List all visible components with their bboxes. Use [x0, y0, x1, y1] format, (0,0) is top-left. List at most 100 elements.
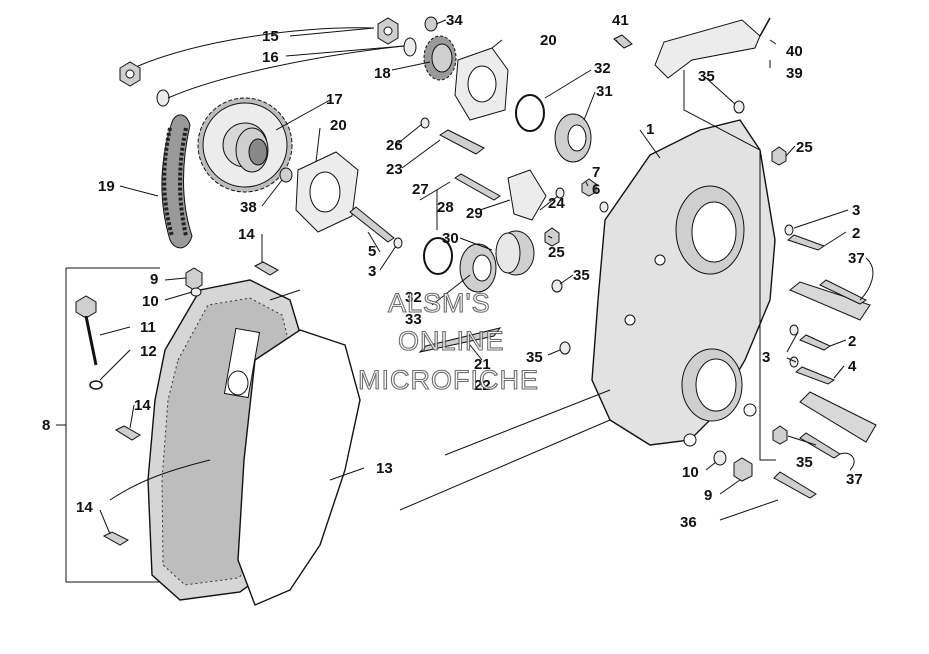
part-label-34: 34	[446, 12, 463, 29]
leader-lines	[56, 19, 874, 583]
watermark-line-3: MICROFICHE	[358, 365, 539, 395]
part-label-21: 21	[474, 356, 491, 373]
part-label-20-top: 20	[540, 32, 557, 49]
gear-case	[591, 119, 776, 447]
part-label-27: 27	[412, 181, 429, 198]
part-label-1: 1	[646, 121, 654, 138]
tensioner-roller	[495, 230, 535, 276]
part-label-35-right: 35	[796, 454, 813, 471]
part-label-32-lower: 32	[405, 289, 422, 306]
part-label-22: 22	[474, 377, 491, 394]
part-numbers: 15 16 34 18 20 17 20 19 38 32 31 1 26 23…	[42, 12, 865, 531]
large-sprocket	[197, 97, 293, 193]
part-label-41: 41	[612, 12, 629, 29]
washer-3-left	[393, 237, 403, 249]
part-label-5: 5	[368, 243, 376, 260]
bolt-37-top	[819, 279, 867, 305]
part-label-26: 26	[386, 137, 403, 154]
bolt-14-bottom	[102, 531, 130, 546]
output-shaft	[799, 391, 877, 443]
washer-26	[420, 117, 430, 129]
washer-10-right	[713, 450, 727, 466]
washer-35b	[559, 341, 571, 355]
part-label-7: 7	[592, 164, 600, 181]
shaft-23	[438, 129, 485, 155]
washer-16-top	[403, 37, 417, 57]
o-ring-12	[89, 380, 103, 390]
part-label-38: 38	[240, 199, 257, 216]
bolt-2-mid	[799, 334, 832, 351]
nut-35-right	[772, 425, 788, 445]
gasket	[237, 329, 361, 606]
part-label-35-mid: 35	[573, 267, 590, 284]
part-label-14-bottom: 14	[76, 499, 93, 516]
part-label-9-right: 9	[704, 487, 712, 504]
part-label-3-right-mid: 3	[762, 349, 770, 366]
part-label-31: 31	[596, 83, 613, 100]
snap-ring-top	[515, 94, 545, 132]
washer-3-right-a	[784, 224, 794, 236]
bolt-14-mid	[114, 425, 141, 441]
bolt-5	[349, 206, 395, 243]
part-label-37-top: 37	[848, 250, 865, 267]
plug-9-right	[733, 457, 753, 482]
part-label-35-top: 35	[698, 68, 715, 85]
watermark-line-1: ALSM'S	[388, 288, 491, 318]
part-label-3-right-top: 3	[852, 202, 860, 219]
part-label-14-mid: 14	[134, 397, 151, 414]
part-label-18: 18	[374, 65, 391, 82]
washer-35c	[733, 100, 745, 114]
bearing-lower	[459, 243, 497, 293]
part-label-2-mid: 2	[848, 333, 856, 350]
part-label-37-bottom: 37	[846, 471, 863, 488]
part-label-19: 19	[98, 178, 115, 195]
part-label-12: 12	[140, 343, 157, 360]
dipstick	[75, 295, 98, 366]
tensioner-arm	[507, 169, 547, 221]
snap-ring-lower	[423, 237, 453, 275]
bolt-36	[773, 471, 817, 499]
part-label-9-left: 9	[150, 271, 158, 288]
washer-24	[555, 187, 565, 199]
watermark: ALSM'S ONLINE MICROFICHE	[357, 287, 539, 395]
part-label-28: 28	[437, 199, 454, 216]
drive-chain	[161, 114, 193, 249]
part-label-40: 40	[786, 43, 803, 60]
nut-25-top	[771, 146, 787, 166]
small-sprocket	[423, 35, 457, 81]
nut-15-top	[377, 17, 399, 45]
plug-9-left	[185, 267, 203, 291]
washer-35a	[551, 279, 563, 293]
washer-6	[599, 201, 609, 213]
input-shaft	[789, 281, 871, 321]
bolt-28	[454, 173, 501, 201]
part-label-35-lower: 35	[526, 349, 543, 366]
part-label-11: 11	[140, 319, 156, 336]
washer-34	[424, 16, 438, 32]
washer-10-left	[190, 287, 202, 297]
bolt-41	[613, 34, 633, 49]
part-label-4: 4	[848, 358, 857, 375]
part-label-20-lower: 20	[330, 117, 347, 134]
part-label-8: 8	[42, 417, 50, 434]
bolt-4	[795, 366, 836, 385]
part-label-23: 23	[386, 161, 403, 178]
part-label-6: 6	[592, 181, 600, 198]
washer-3-right-c	[789, 356, 799, 368]
part-label-25-mid: 25	[548, 244, 565, 261]
nut-15-left	[119, 61, 141, 87]
pin-40	[759, 17, 771, 37]
nut-7	[581, 178, 597, 197]
bolt-21	[418, 327, 502, 353]
washer-16-left	[156, 89, 170, 107]
bolt-14-top	[253, 261, 279, 276]
part-label-2-top: 2	[852, 225, 860, 242]
part-label-10-left: 10	[142, 293, 159, 310]
part-label-36: 36	[680, 514, 697, 531]
part-label-14-top: 14	[238, 226, 255, 243]
bolt-2-top	[786, 234, 826, 251]
washer-3-right-b	[789, 324, 799, 336]
part-label-13: 13	[376, 460, 393, 477]
part-label-17: 17	[326, 91, 343, 108]
